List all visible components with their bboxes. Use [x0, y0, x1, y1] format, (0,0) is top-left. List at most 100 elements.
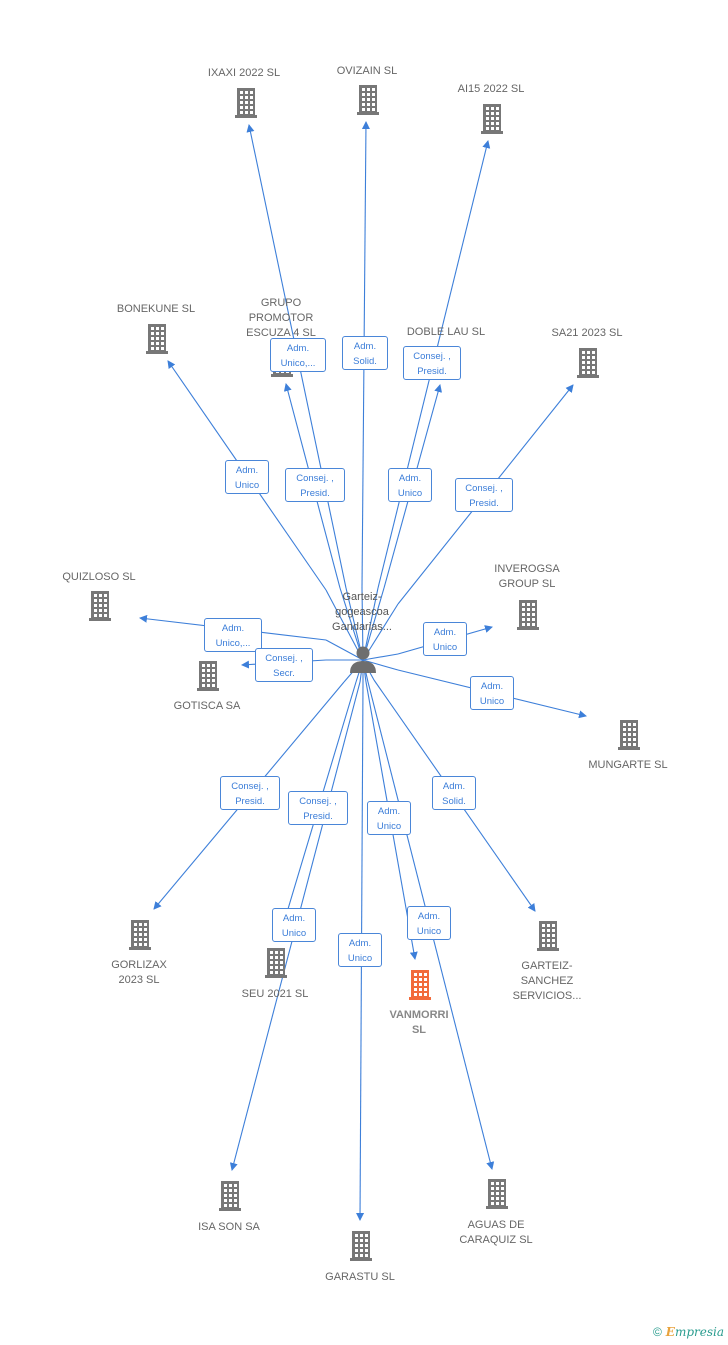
building-icon-ovizain[interactable] [357, 85, 379, 115]
person-name-label: Garteiz- gogeascoa Gandarias... [302, 590, 422, 635]
company-label-quizloso[interactable]: QUIZLOSO SL [34, 570, 164, 585]
relation-label-line: Secr. [273, 668, 295, 679]
company-label-garastu[interactable]: GARASTU SL [295, 1270, 425, 1285]
edge-connector-quizloso [325, 639, 364, 661]
company-label-ixaxi[interactable]: IXAXI 2022 SL [179, 66, 309, 81]
relation-label-line: Unico [479, 696, 505, 707]
building-icon-garteizsanchez[interactable] [537, 921, 559, 951]
company-label-line: GROUP SL [498, 578, 556, 590]
company-label-line: SL [411, 1024, 427, 1036]
relation-label-ixaxi[interactable]: Adm. Unico,... [270, 338, 326, 372]
relation-label-line: Unico,... [280, 358, 316, 369]
company-label-line: GORLIZAX [111, 959, 167, 971]
building-icon-inverogsa[interactable] [517, 600, 539, 630]
building-icon-gorlizax[interactable] [129, 920, 151, 950]
company-label-line: DOBLE LAU SL [406, 326, 486, 338]
relation-label-inverogsa[interactable]: Adm.Unico [423, 622, 467, 656]
building-icon-isason[interactable] [219, 1181, 241, 1211]
relation-label-garteizsanchez[interactable]: Adm.Solid. [432, 776, 476, 810]
building-icon-ai15[interactable] [481, 104, 503, 134]
relation-label-line: Unico [281, 928, 307, 939]
relation-label-line: Adm. [433, 627, 457, 638]
edge-connector-mungarte [362, 659, 399, 671]
relation-label-line: Adm. [221, 623, 245, 634]
relation-label-line: Adm. [286, 343, 310, 354]
relation-label-quizloso[interactable]: Adm.Unico,... [204, 618, 262, 652]
relation-label-mungarte[interactable]: Adm. Unico [470, 676, 514, 710]
building-icon-vanmorri[interactable] [409, 970, 431, 1000]
company-label-bonekune[interactable]: BONEKUNE SL [91, 302, 221, 317]
copyright-symbol: © [652, 1325, 662, 1339]
company-label-ai15[interactable]: AI15 2022 SL [426, 82, 556, 97]
relation-label-ovizain[interactable]: Adm. Solid. [342, 336, 388, 370]
company-label-ovizain[interactable]: OVIZAIN SL [302, 64, 432, 79]
company-label-line: QUIZLOSO SL [62, 571, 136, 583]
relation-label-line: Adm. [353, 341, 377, 352]
company-label-line: IXAXI 2022 SL [207, 67, 281, 79]
company-label-seu[interactable]: SEU 2021 SL [210, 987, 340, 1002]
relation-label-line: Consej. , [413, 351, 451, 362]
relation-label-line: Adm. [282, 913, 306, 924]
building-icon-aguas[interactable] [486, 1179, 508, 1209]
relation-label-doblelau[interactable]: Adm.Unico [388, 468, 432, 502]
company-label-line: SEU 2021 SL [241, 988, 309, 1000]
relation-label-isason[interactable]: Consej. ,Presid. [288, 791, 348, 825]
company-label-line: BONEKUNE SL [116, 303, 196, 315]
relation-label-line: Unico [416, 926, 442, 937]
relation-label-line: Adm. [442, 781, 466, 792]
person-name-line3: Gandarias... [332, 621, 392, 633]
company-label-line: GRUPO [260, 297, 302, 309]
company-label-doblelau[interactable]: DOBLE LAU SL [381, 325, 511, 340]
building-icon-sa21[interactable] [577, 348, 599, 378]
company-label-line: OVIZAIN SL [336, 65, 398, 77]
relation-label-line: Solid. [353, 356, 377, 367]
relation-label-line: Adm. [235, 465, 259, 476]
relation-label-grupo[interactable]: Consej. ,Presid. [285, 468, 345, 502]
company-label-gotisca[interactable]: GOTISCA SA [142, 699, 272, 714]
relation-label-line: Adm. [377, 806, 401, 817]
relation-label-ai15[interactable]: Consej. , Presid. [403, 346, 461, 380]
relation-label-seu[interactable]: Adm. Unico [272, 908, 316, 942]
relation-label-bonekune[interactable]: Adm. Unico [225, 460, 269, 494]
person-icon[interactable] [350, 646, 376, 674]
building-icon-gotisca[interactable] [197, 661, 219, 691]
building-icon-bonekune[interactable] [146, 324, 168, 354]
relation-label-line: Unico [347, 953, 373, 964]
company-label-mungarte[interactable]: MUNGARTE SL [563, 758, 693, 773]
building-icon-seu[interactable] [265, 948, 287, 978]
company-label-isason[interactable]: ISA SON SA [164, 1220, 294, 1235]
relation-label-gorlizax[interactable]: Consej. ,Presid. [220, 776, 280, 810]
relation-label-line: Adm. [480, 681, 504, 692]
relation-label-line: Consej. , [299, 796, 337, 807]
building-icon-quizloso[interactable] [89, 591, 111, 621]
relation-label-gotisca[interactable]: Consej. , Secr. [255, 648, 313, 682]
building-icon-ixaxi[interactable] [235, 88, 257, 118]
relation-label-line: Adm. [348, 938, 372, 949]
relation-label-line: Presid. [469, 498, 499, 509]
relation-label-sa21[interactable]: Consej. ,Presid. [455, 478, 513, 512]
building-icon-garastu[interactable] [350, 1231, 372, 1261]
company-label-sa21[interactable]: SA21 2023 SL [522, 326, 652, 341]
relation-label-line: Adm. [398, 473, 422, 484]
company-label-line: SA21 2023 SL [551, 327, 623, 339]
company-label-line: ISA SON SA [198, 1221, 260, 1233]
company-label-line: PROMOTOR [248, 312, 314, 324]
building-icon-mungarte[interactable] [618, 720, 640, 750]
relation-label-line: Unico [234, 480, 260, 491]
nodes-layer [89, 85, 640, 1261]
relation-label-garastu[interactable]: Adm. Unico [338, 933, 382, 967]
edge-connector-inverogsa [362, 653, 399, 661]
relation-label-line: Consej. , [265, 653, 303, 664]
relation-label-line: Presid. [417, 366, 447, 377]
relation-label-aguas[interactable]: Adm.Unico [407, 906, 451, 940]
company-label-line: SERVICIOS... [512, 990, 582, 1002]
relation-label-line: Consej. , [231, 781, 269, 792]
relation-label-vanmorri[interactable]: Adm.Unico [367, 801, 411, 835]
company-label-line: AGUAS DE [467, 1219, 525, 1231]
